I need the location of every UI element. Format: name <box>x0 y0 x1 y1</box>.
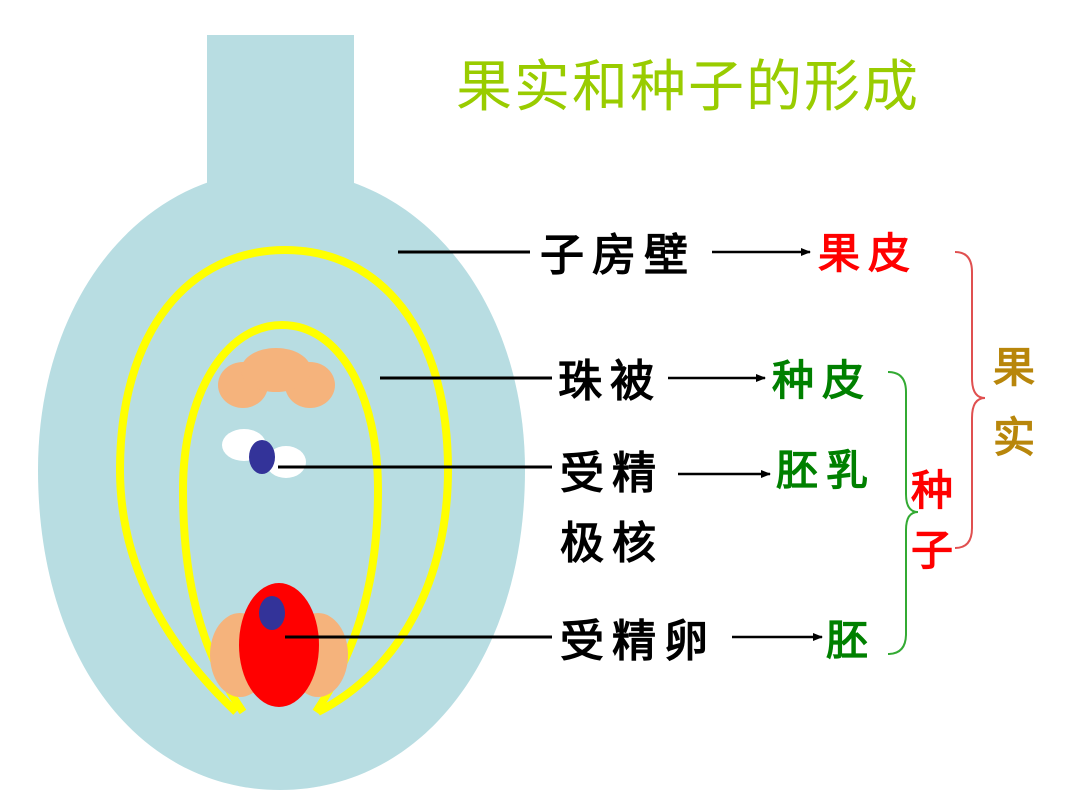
seed-label-char1: 种 <box>911 466 953 515</box>
fruit-label-char2: 实 <box>993 413 1035 462</box>
egg-cell <box>239 583 319 707</box>
seed-group-label: 种 子 <box>911 466 953 575</box>
polar-nuclei <box>222 429 306 478</box>
label-fertilized-polar-line2: 极核 <box>560 518 664 569</box>
ovule <box>115 245 453 716</box>
outer-integument-outline <box>115 245 453 716</box>
inner-integument-outline <box>178 320 383 715</box>
top-tissue <box>218 348 335 408</box>
structure-labels: 子房壁 珠被 受精 极核 受精卵 <box>540 230 716 667</box>
label-ovary-wall: 子房壁 <box>540 230 696 281</box>
result-endosperm: 胚乳 <box>776 446 876 495</box>
seed-label-char2: 子 <box>911 526 953 575</box>
fertilized-polar-nucleus <box>249 440 275 474</box>
zygote-nucleus <box>259 596 285 630</box>
fruit-group-label: 果 实 <box>993 343 1035 462</box>
arrows <box>668 248 823 641</box>
result-embryo: 胚 <box>826 616 876 665</box>
polar-cell <box>266 446 306 478</box>
result-pericarp: 果皮 <box>818 229 918 278</box>
result-labels: 果皮 种皮 胚乳 胚 <box>772 229 918 665</box>
label-integument: 珠被 <box>558 356 662 407</box>
egg-apparatus <box>210 583 348 707</box>
pointer-lines <box>278 250 552 639</box>
fruit-label-char1: 果 <box>993 343 1035 392</box>
result-seed-coat: 种皮 <box>772 356 872 405</box>
seed-brace <box>887 371 919 655</box>
label-fertilized-egg: 受精卵 <box>560 616 716 667</box>
page-title: 果实和种子的形成 <box>456 55 920 120</box>
tissue-blob <box>241 348 311 392</box>
fruit-brace <box>954 251 986 549</box>
label-fertilized-polar-line1: 受精 <box>560 448 664 499</box>
